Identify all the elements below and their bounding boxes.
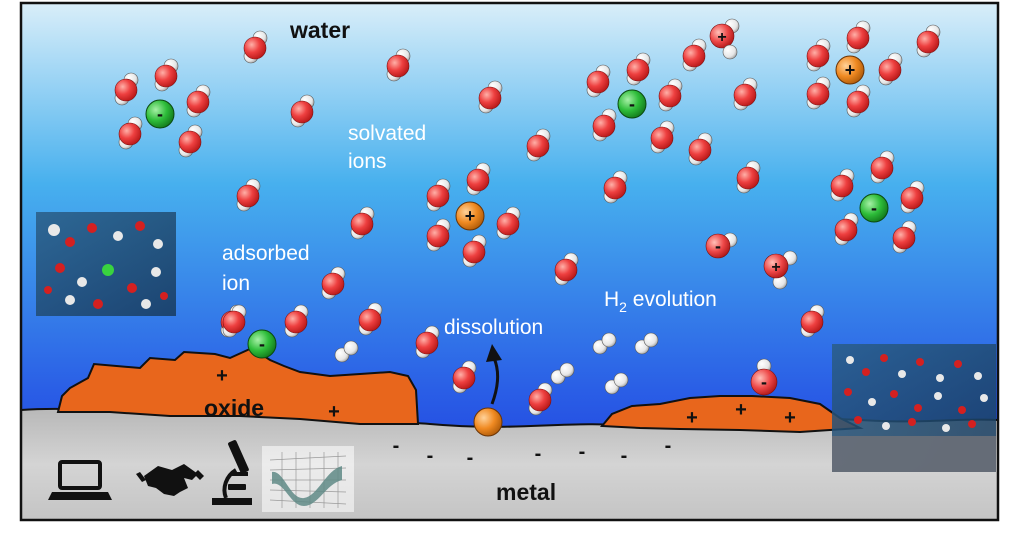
hydroxide-ion-mid: - xyxy=(705,232,738,259)
cation-charge-sign: + xyxy=(465,206,476,226)
oxide-plus-sign: + xyxy=(735,399,747,421)
oxide-plus-sign: + xyxy=(328,401,340,423)
interface-simulation-image xyxy=(832,344,996,472)
metal-minus-sign: - xyxy=(393,435,400,457)
metal-minus-sign: - xyxy=(579,441,586,463)
solvated-cation-1: + xyxy=(806,20,903,118)
metal-label: metal xyxy=(496,479,556,505)
hydroxide-ion-top: + xyxy=(709,18,740,60)
dissolution-arrowhead xyxy=(486,344,502,362)
metal-minus-sign: - xyxy=(621,445,628,467)
cation-charge-sign: + xyxy=(845,60,856,80)
solvated-anion-2: - xyxy=(586,52,683,154)
metal-minus-sign: - xyxy=(467,447,474,469)
dissolution-arrow xyxy=(490,357,500,405)
metal-minus-sign: - xyxy=(535,443,542,465)
solvated-label-line1: solvated xyxy=(348,122,426,145)
anion-charge-sign: - xyxy=(157,104,163,124)
h2-main-text: H xyxy=(604,288,619,311)
microscope-icon xyxy=(212,440,252,505)
solvated-anion-1: - xyxy=(114,58,211,158)
surface-plot-icon xyxy=(262,446,354,512)
solvated-label-line2: ions xyxy=(348,150,387,173)
h2-rest-text: evolution xyxy=(627,288,717,311)
h2-subscript: 2 xyxy=(619,299,627,315)
solvated-anion-3: - xyxy=(830,150,925,254)
surface-charges: + + + + + - - - - - - - xyxy=(216,365,796,469)
anion-charge-sign: - xyxy=(629,94,635,114)
h2-evolution-label: H2 evolution xyxy=(604,288,717,315)
laptop-icon xyxy=(48,460,112,500)
oxide-layer-left xyxy=(56,346,420,425)
oxide-label: oxide xyxy=(204,395,264,421)
water-label: water xyxy=(289,17,350,43)
oxide-plus-sign: + xyxy=(784,407,796,429)
adsorbed-label-line2: ion xyxy=(222,272,250,295)
adsorbed-label-line1: adsorbed xyxy=(222,242,310,265)
handshake-icon xyxy=(136,464,204,496)
hydroxide-ion-surface: - xyxy=(750,358,778,396)
anion-charge-sign: - xyxy=(259,334,265,354)
charge-sign: + xyxy=(717,29,726,46)
dissolution-label: dissolution xyxy=(444,316,543,339)
adsorbed-anion: - xyxy=(222,304,309,359)
adsorbed-ion-simulation-image xyxy=(36,212,176,316)
charge-sign: + xyxy=(771,259,780,276)
charge-sign: - xyxy=(715,236,721,256)
oxide-plus-sign: + xyxy=(686,407,698,429)
hydronium-ion-mid: + xyxy=(763,250,798,290)
figure-frame xyxy=(19,1,1000,522)
solvated-cation-2: + xyxy=(426,162,521,268)
charge-sign: - xyxy=(761,372,767,392)
anion-charge-sign: - xyxy=(871,198,877,218)
metal-minus-sign: - xyxy=(427,445,434,467)
dissolving-cation xyxy=(473,407,503,437)
oxide-layer-right xyxy=(599,395,864,434)
metal-minus-sign: - xyxy=(665,435,672,457)
oxide-plus-sign: + xyxy=(216,365,228,387)
